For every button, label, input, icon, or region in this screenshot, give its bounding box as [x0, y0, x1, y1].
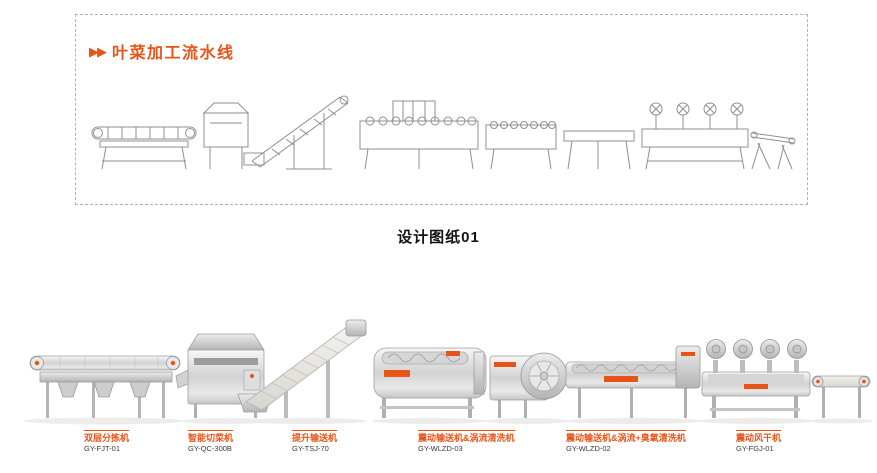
machine-name: 提升输送机 — [292, 430, 338, 444]
machine-label-vortex-washer: 震动输送机&涡流清洗机 GY-WLZD-03 — [418, 430, 515, 454]
schematic-air-dryer — [641, 102, 749, 170]
schematic-washer-2 — [485, 121, 557, 170]
design-drawing-box: ▶▶ 叶菜加工流水线 — [75, 14, 808, 205]
machine-label-cutter: 智能切菜机 GY-QC-300B — [188, 430, 234, 454]
machine-model: GY-WLZD-02 — [566, 444, 611, 454]
schematic-washer-1 — [359, 100, 479, 170]
machine-name: 震动输送机&涡流清洗机 — [418, 430, 515, 444]
schematic-outfeed-conveyor — [750, 131, 796, 170]
drawing-caption: 设计图纸01 — [397, 229, 480, 246]
render-vibrating-washer — [565, 345, 701, 418]
machine-name: 震动风干机 — [736, 430, 782, 444]
machine-label-ozone-washer: 震动输送机&涡流+臭氧清洗机 GY-WLZD-02 — [566, 430, 686, 454]
schematic-vibrating-conveyor — [563, 130, 635, 170]
render-inclined-conveyor — [237, 319, 367, 418]
section-title-text: 叶菜加工流水线 — [112, 45, 235, 62]
render-vortex-washer — [373, 347, 487, 418]
machine-label-sorter: 双层分拣机 GY-FJT-01 — [84, 430, 130, 454]
machine-name: 震动输送机&涡流+臭氧清洗机 — [566, 430, 686, 444]
machines-photo-render — [24, 319, 873, 425]
machine-model: GY-WLZD-03 — [418, 444, 463, 454]
render-outfeed-conveyor — [811, 375, 871, 418]
render-sorting-machine — [29, 355, 181, 418]
machine-label-air-dryer: 震动风干机 GY-FGJ-01 — [736, 430, 782, 454]
machine-label-elevator: 提升输送机 GY-TSJ-70 — [292, 430, 338, 454]
machine-model: GY-FJT-01 — [84, 444, 120, 454]
line-drawing-schematic — [91, 95, 796, 170]
machine-model: GY-QC-300B — [188, 444, 232, 454]
schematic-cutting-machine — [202, 102, 250, 169]
render-drum-washer — [489, 352, 568, 418]
render-shadows — [24, 417, 873, 425]
render-cutting-machine — [175, 333, 265, 418]
render-air-dryer — [701, 339, 811, 418]
machine-model: GY-TSJ-70 — [292, 444, 329, 454]
schematic-sorting-conveyor — [91, 126, 197, 170]
machine-model: GY-FGJ-01 — [736, 444, 774, 454]
machine-name: 智能切菜机 — [188, 430, 234, 444]
section-title: ▶▶ 叶菜加工流水线 — [89, 39, 235, 63]
machine-name: 双层分拣机 — [84, 430, 130, 444]
title-arrows-icon: ▶▶ — [89, 43, 107, 59]
schematic-inclined-conveyor — [243, 95, 349, 170]
